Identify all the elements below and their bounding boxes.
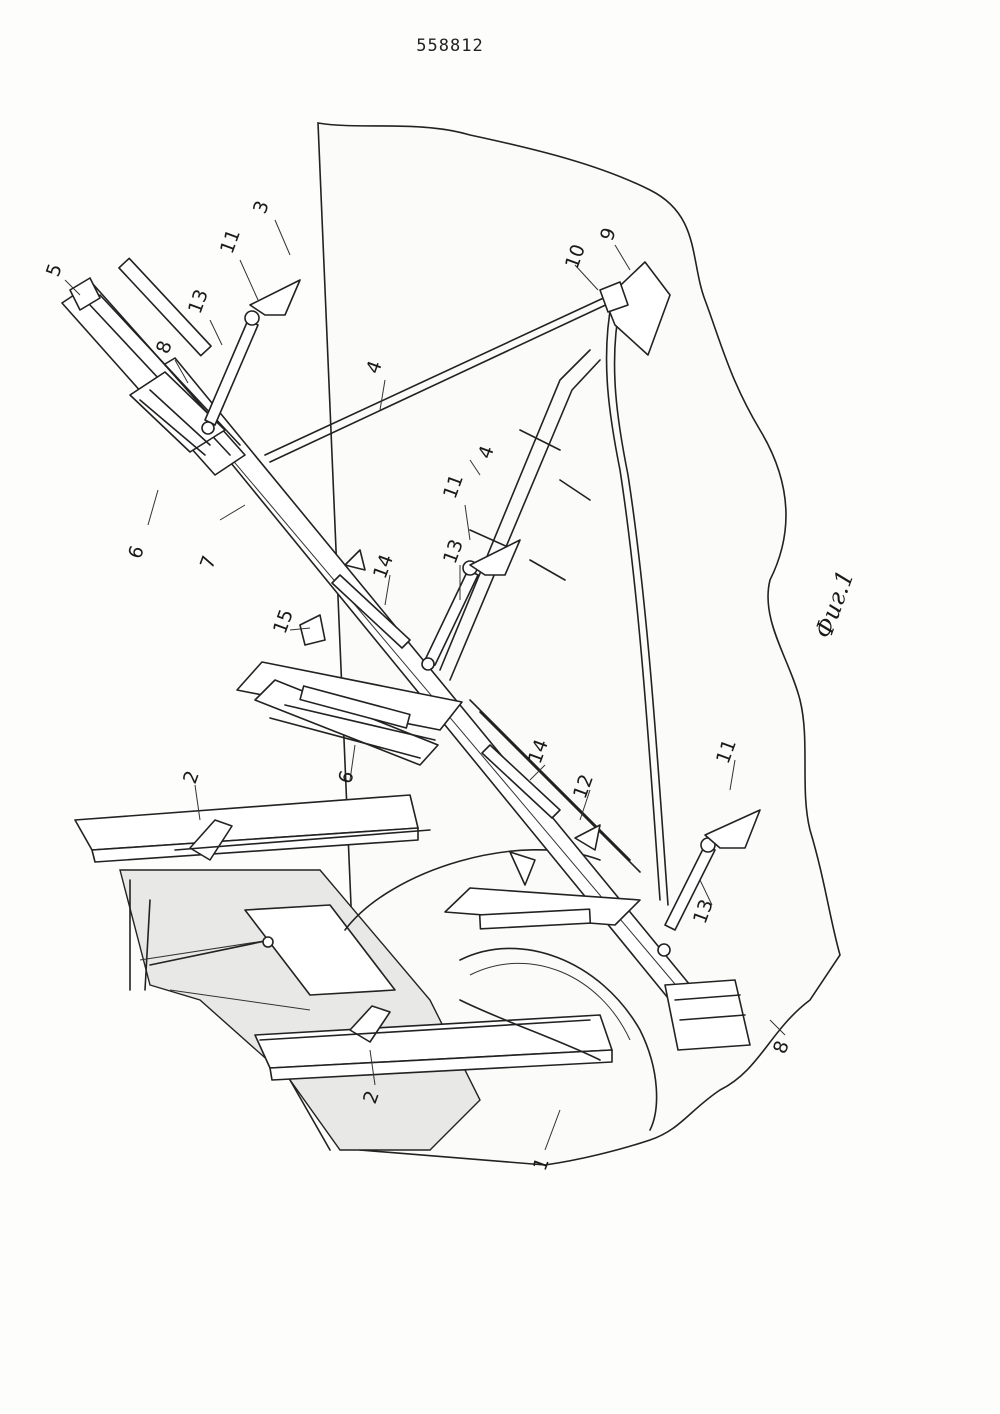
figure-caption: Фиг.1 — [809, 566, 859, 642]
label-5: 5 — [42, 261, 67, 280]
label-3: 3 — [249, 198, 274, 217]
label-11a: 11 — [216, 226, 245, 256]
label-8b: 8 — [769, 1038, 794, 1057]
label-7: 7 — [196, 553, 221, 572]
label-13a: 13 — [184, 286, 213, 316]
label-15: 15 — [269, 606, 298, 636]
label-6a: 6 — [124, 543, 149, 562]
label-2a: 2 — [179, 768, 204, 787]
support-frame-5 — [62, 258, 245, 475]
